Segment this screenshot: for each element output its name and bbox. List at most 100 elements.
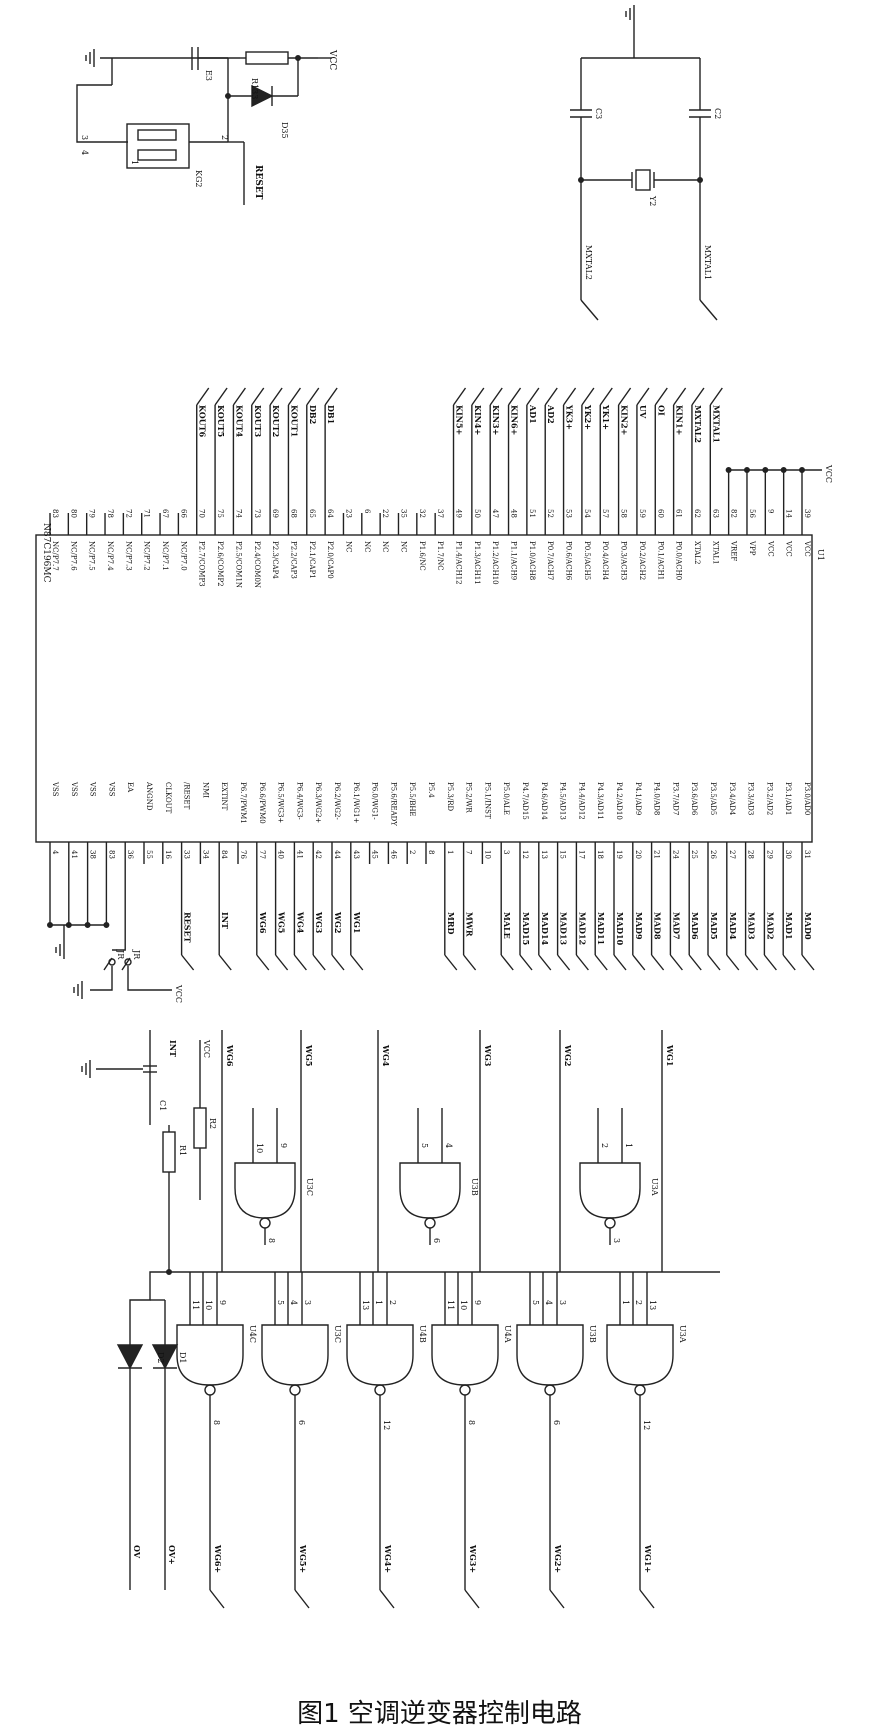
- mcu-top-pin-number: 6: [363, 509, 371, 514]
- mcu-bottom-pin-number: 20: [634, 850, 642, 859]
- gate-pin: 1: [621, 1300, 630, 1305]
- mcu-top-pin-number: 60: [656, 509, 664, 518]
- diode-d1-label: D1: [178, 1352, 187, 1364]
- mcu-bottom-pin-number: 26: [709, 850, 717, 859]
- mcu-top-pin-name: P0.1/ACH1: [656, 541, 664, 580]
- wire: [127, 966, 172, 991]
- mcu-bottom-pin-number: 18: [596, 850, 604, 859]
- gate-input-label: WG2: [563, 1044, 573, 1066]
- mcu-top-net-wire: [507, 387, 522, 406]
- gate-pin: 2: [388, 1300, 397, 1305]
- mcu-bottom-net-label: MAD9: [634, 912, 644, 940]
- gate-pin: 5: [420, 1143, 429, 1148]
- mcu-bottom-pin-name: P4.3/AD11: [596, 782, 604, 820]
- junction-dot: [762, 467, 769, 474]
- nand-gate: [579, 1162, 641, 1219]
- mcu-bottom-pin-number: 42: [314, 850, 322, 859]
- mcu-bottom-pin-number: 44: [333, 850, 341, 859]
- mcu-bottom-net-wire: [613, 954, 627, 971]
- mcu-top-net-wire: [196, 387, 210, 406]
- gate-pin: 8: [267, 1238, 276, 1243]
- jumper-jr: [121, 957, 131, 971]
- mcu-top-pin-name: P0.7/ACH7: [546, 541, 554, 580]
- mcu-top-pin-name: P2.0/CAP0: [326, 541, 334, 579]
- mcu-bottom-net-wire: [575, 954, 589, 971]
- mcu-bottom-net-wire: [444, 954, 458, 971]
- gate-pin: 12: [382, 1420, 391, 1430]
- mcu-bottom-pin-name: P3.5/AD5: [709, 782, 717, 815]
- junction-dot: [65, 922, 72, 929]
- capacitor-c3-label: C3: [594, 108, 603, 119]
- mcu-bottom-pin-number: 27: [728, 850, 736, 859]
- gate-pin: 9: [473, 1300, 482, 1305]
- mcu-bottom-pin-number: 2: [408, 850, 416, 854]
- gate-pin: 2: [634, 1300, 643, 1305]
- nand-gate: [399, 1162, 461, 1219]
- mcu-bottom-net-wire: [632, 954, 646, 971]
- diode-d35-label: D35: [280, 122, 289, 139]
- mcu-top-pin-number: 66: [179, 509, 187, 518]
- mcu-top-pin-number: 70: [198, 509, 206, 518]
- vcc-label: VCC: [824, 464, 833, 483]
- mcu-bottom-pin-number: 24: [671, 850, 679, 859]
- mcu-top-pin-number: 39: [803, 509, 811, 518]
- nand-gate: [234, 1162, 296, 1219]
- jumper-jr: [103, 957, 113, 971]
- pin-4: 4: [80, 150, 89, 155]
- nand-gate: [516, 1324, 584, 1386]
- mcu-top-pin-number: 75: [216, 509, 224, 518]
- mcu-top-net-label: KOUT5: [216, 405, 226, 437]
- mcu-top-pin-name: P1.3/ACH11: [473, 541, 481, 585]
- mcu-bottom-net-wire: [669, 954, 683, 971]
- nand-bubble: [634, 1384, 646, 1396]
- mcu-top-pin-number: 50: [473, 509, 481, 518]
- mcu-bottom-net-wire: [651, 954, 665, 971]
- wire: [549, 1589, 565, 1609]
- mcu-bottom-pin-number: 28: [747, 850, 755, 859]
- mcu-top-pin-name: P0.5/ACH5: [583, 541, 591, 580]
- wire: [209, 1589, 225, 1609]
- gate-ref-label: U3A: [650, 1178, 659, 1196]
- mcu-bottom-net-label: MAD2: [765, 912, 775, 940]
- mcu-bottom-pin-number: 8: [427, 850, 435, 854]
- mcu-bottom-pin-number: 36: [126, 850, 134, 859]
- mcu-bottom-pin-name: P5.0/ALE: [502, 782, 510, 815]
- junction-dot: [743, 467, 750, 474]
- mcu-bottom-pin-name: P4.0/AD8: [653, 782, 661, 815]
- mcu-bottom-net-wire: [707, 954, 721, 971]
- gate-pin: 3: [612, 1238, 621, 1243]
- mcu-bottom-net-label: WG6: [258, 911, 268, 934]
- mcu-top-pin-name: NC/P7.6: [69, 541, 77, 571]
- mcu-bottom-pin-number: 13: [540, 850, 548, 859]
- mcu-top-pin-number: 35: [399, 509, 407, 518]
- mcu-top-pin-name: P2.2/CAP3: [289, 541, 297, 579]
- mcu-top-pin-name: VPP: [748, 540, 756, 556]
- mcu-top-pin-name: NC: [363, 541, 371, 552]
- mcu-top-pin-number: 14: [785, 509, 793, 518]
- mcu-bottom-pin-number: 38: [89, 850, 97, 859]
- mcu-top-net-label: KOUT2: [271, 405, 281, 437]
- nand-bubble: [204, 1384, 216, 1396]
- mcu-ref-label: U1: [816, 549, 825, 561]
- mcu-bottom-pin-name: P5.4: [427, 782, 435, 798]
- mcu-bottom-pin-name: P5.2/WR: [465, 782, 473, 813]
- mcu-bottom-net-label: MRD: [446, 912, 456, 935]
- mcu-bottom-net-wire: [782, 954, 796, 971]
- wire: [76, 84, 128, 143]
- mcu-top-pin-number: 64: [326, 509, 334, 518]
- mcu-top-pin-name: NC: [381, 541, 389, 552]
- mcu-bottom-net-wire: [500, 954, 514, 971]
- mcu-top-pin-name: NC: [344, 541, 352, 552]
- gate-output-label: WG5+: [298, 1544, 308, 1573]
- mcu-top-net-label: KOUT4: [234, 405, 244, 438]
- gate-output-label: WG4+: [383, 1544, 393, 1573]
- mcu-bottom-pin-name: P6.2/WG2-: [333, 782, 341, 820]
- gate-input-label: WG1: [665, 1044, 675, 1066]
- mcu-bottom-pin-name: VSS: [70, 781, 78, 797]
- mcu-bottom-net-label: MAD4: [728, 912, 738, 940]
- mcu-top-net-label: YK3+: [565, 404, 575, 430]
- resistor-r1: [162, 1131, 176, 1173]
- mcu-bottom-pin-name: P6.6/PWM0: [258, 782, 266, 824]
- junction-dot: [84, 922, 91, 929]
- gate-input-label: WG4: [381, 1044, 391, 1067]
